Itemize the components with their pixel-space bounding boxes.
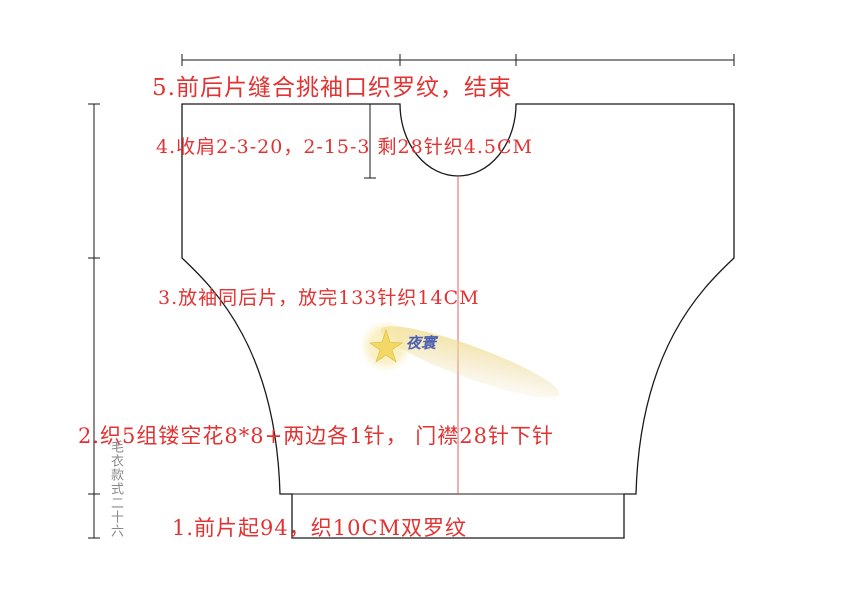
star-icon: [369, 329, 403, 363]
top-dimension-ruler: [181, 54, 735, 66]
watermark-text: 夜寰: [406, 334, 437, 352]
step1-note: 1.前片起94，织10CM双罗纹: [172, 516, 468, 540]
side-label: 毛衣款式二十六: [108, 440, 123, 538]
step3-note: 3.放袖同后片，放完133针织14CM: [158, 287, 480, 309]
step2-note: 2.织5组镂空花8*8+两边各1针， 门襟28针下针: [78, 424, 554, 448]
step4-note: 4.收肩2-3-20，2-15-3 剩28针织4.5CM: [156, 136, 533, 158]
shoulder-marker: [364, 104, 376, 179]
watermark-logo: [360, 320, 560, 398]
left-dimension-ruler: [88, 103, 100, 539]
garment-outline: [181, 103, 735, 539]
step5-note: 5.前后片缝合挑袖口织罗纹，结束: [152, 75, 512, 101]
